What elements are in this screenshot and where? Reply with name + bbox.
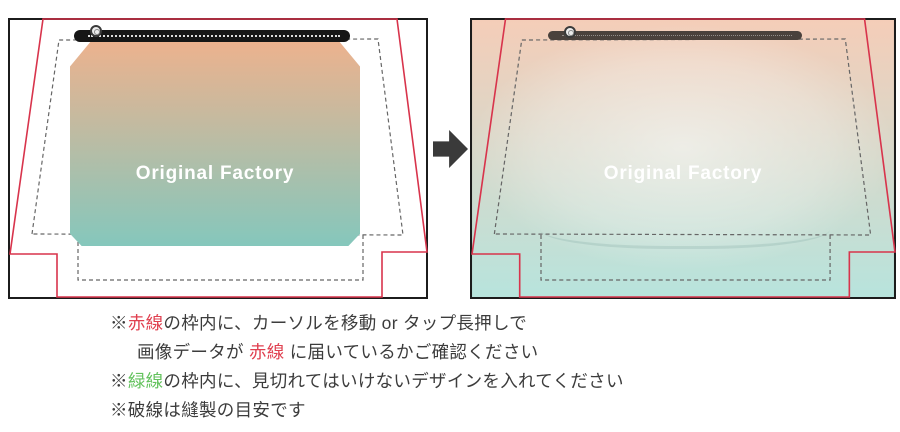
note-text: ※破線は縫製の目安です [110,400,306,420]
pouch-design-preview [70,42,360,246]
zipper [548,26,802,40]
pouch-label: Original Factory [603,163,763,184]
red-line-term: 赤線 [248,342,285,362]
zipper-stitch [562,35,792,36]
template-after-panel: Original Factory [470,18,896,299]
red-cut-line [471,18,896,298]
note-text: 画像データが [137,342,249,362]
note-line-red-check: ※赤線の枠内に、カーソルを移動 or タップ長押しで [110,309,624,338]
note-text: の枠内に、カーソルを移動 or タップ長押しで [163,313,528,333]
sewing-guide-dashed-bottom-rect [540,235,831,281]
note-mark: ※ [110,371,128,391]
note-line-dashed-sewing: ※破線は縫製の目安です [110,396,624,425]
template-border [470,18,896,299]
template-linework [470,18,896,299]
template-before-panel: Original Factory [8,18,428,299]
green-line-term: 緑線 [127,371,164,391]
note-text: に届いているかご確認ください [284,342,539,362]
note-mark: ※ [110,313,128,333]
note-line-red-check-2: 画像データが 赤線 に届いているかご確認ください [110,338,624,367]
note-text: の枠内に、見切れてはいけないデザインを入れてください [163,371,624,391]
zipper [74,25,350,42]
note-line-green-safe-area: ※緑線の枠内に、見切れてはいけないデザインを入れてください [110,367,624,396]
zipper-pull-icon [90,25,102,37]
zipper-stitch [88,35,340,37]
sewing-guide-dashed-bottom-rect [77,235,364,281]
zipper-pull-icon [564,26,576,38]
instruction-notes: ※赤線の枠内に、カーソルを移動 or タップ長押しで 画像データが 赤線 に届い… [110,309,624,425]
sewing-guide-dashed-trapezoid [493,38,872,236]
pouch-label: Original Factory [135,163,295,184]
right-arrow-icon [433,130,468,168]
pouch-bottom-shade [540,210,830,249]
red-cut-line [9,18,428,298]
red-line-term: 赤線 [127,313,164,333]
